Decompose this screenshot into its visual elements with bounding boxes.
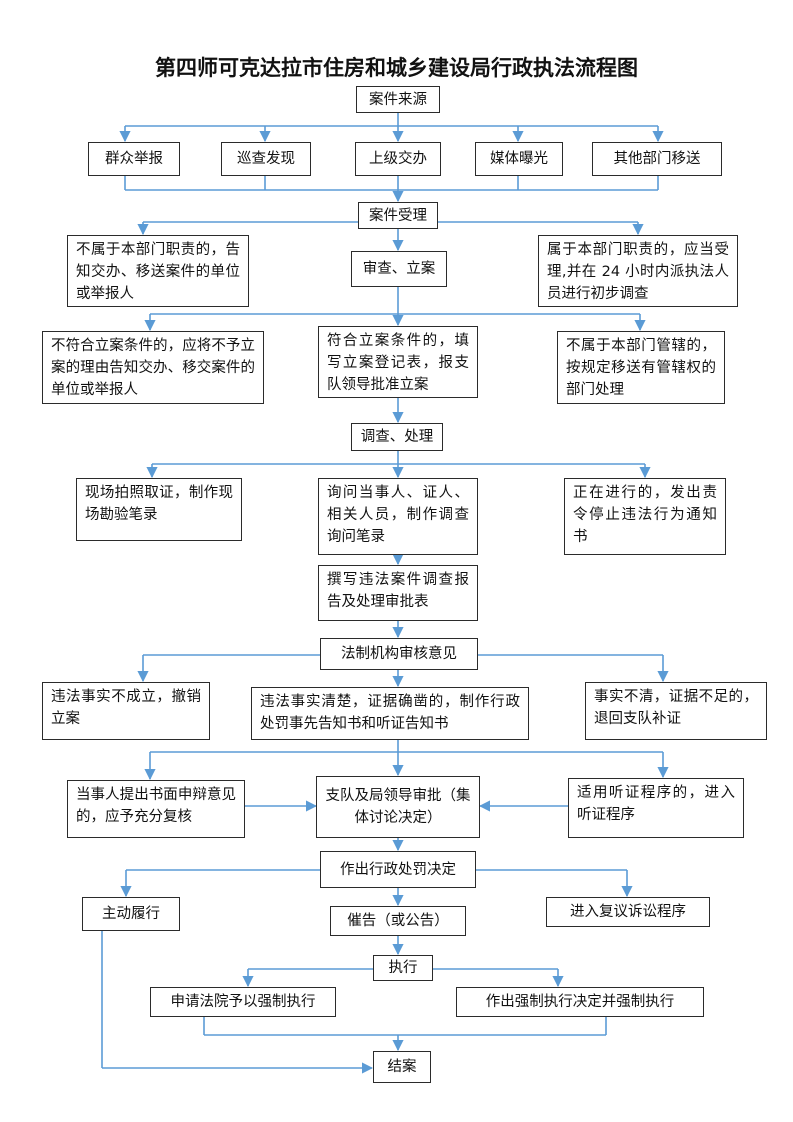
node-voluntary-compliance: 主动履行 [82, 897, 180, 931]
node-not-dept-duty: 不属于本部门职责的，告知交办、移送案件的单位或举报人 [67, 235, 249, 307]
node-hearing-procedure: 适用听证程序的，进入听证程序 [568, 778, 744, 838]
node-case-accept: 案件受理 [358, 202, 438, 229]
node-forced-execution: 作出强制执行决定并强制执行 [456, 987, 704, 1017]
node-is-dept-duty: 属于本部门职责的，应当受理,并在 24 小时内派执法人员进行初步调查 [538, 235, 738, 307]
node-inquire-record: 询问当事人、证人、相关人员，制作调查询问笔录 [318, 478, 478, 555]
node-photo-evidence: 现场拍照取证，制作现场勘验笔录 [76, 478, 242, 541]
node-other-dept-transfer: 其他部门移送 [592, 142, 722, 176]
page-title: 第四师可克达拉市住房和城乡建设局行政执法流程图 [155, 55, 638, 80]
node-review-file: 审查、立案 [351, 251, 447, 287]
node-execute: 执行 [373, 955, 433, 981]
node-appeal-litigation: 进入复议诉讼程序 [546, 897, 710, 927]
node-meet-criteria: 符合立案条件的，填写立案登记表，报支队领导批准立案 [318, 326, 478, 398]
node-case-closed: 结案 [373, 1051, 431, 1083]
node-patrol-discovery: 巡查发现 [221, 142, 311, 176]
node-ongoing-stop-notice: 正在进行的，发出责令停止违法行为通知书 [564, 478, 726, 555]
node-superior-assigned: 上级交办 [355, 142, 441, 176]
node-facts-clear: 违法事实清楚，证据确凿的，制作行政处罚事先告知书和听证告知书 [251, 687, 529, 740]
node-media-exposure: 媒体曝光 [475, 142, 563, 176]
node-investigate: 调查、处理 [351, 423, 443, 451]
node-public-report: 群众举报 [88, 142, 180, 176]
node-court-enforcement: 申请法院予以强制执行 [150, 987, 336, 1017]
node-revoke-case: 违法事实不成立，撤销立案 [42, 682, 210, 740]
node-legal-review: 法制机构审核意见 [320, 638, 478, 670]
node-defense-review: 当事人提出书面申辩意见的，应予充分复核 [67, 780, 245, 838]
node-not-jurisdiction: 不属于本部门管辖的，按规定移送有管辖权的部门处理 [557, 331, 725, 404]
node-facts-unclear: 事实不清，证据不足的，退回支队补证 [585, 682, 767, 740]
node-case-source: 案件来源 [356, 86, 440, 113]
node-not-meet-criteria: 不符合立案条件的，应将不予立案的理由告知交办、移交案件的单位或举报人 [42, 331, 264, 404]
node-investigation-report: 撰写违法案件调查报告及处理审批表 [318, 565, 478, 621]
node-urge-notice: 催告（或公告） [330, 906, 466, 936]
node-leader-approval: 支队及局领导审批（集体讨论决定） [316, 776, 480, 838]
node-penalty-decision: 作出行政处罚决定 [320, 851, 476, 888]
